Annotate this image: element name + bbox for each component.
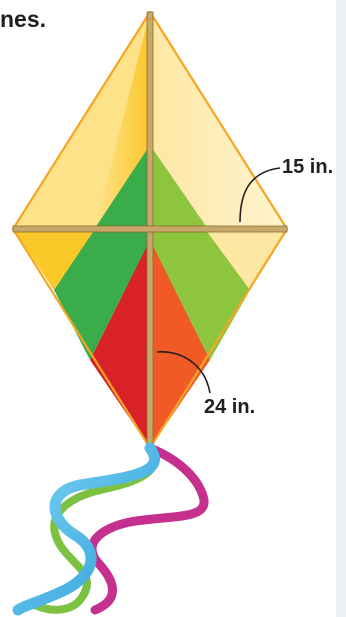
panel-right-yellow-lower — [205, 229, 287, 290]
leader-line-horizontal — [239, 167, 281, 223]
page-edge-strip — [336, 0, 346, 617]
title-fragment: nes. — [0, 6, 47, 32]
leader-line-vertical — [156, 351, 211, 394]
vertical-lower-label: 24 in. — [204, 396, 256, 418]
panel-dark-green-lower — [54, 240, 150, 360]
panel-red — [90, 240, 150, 448]
kite-tail-ribbons — [12, 442, 209, 616]
ribbon-blue — [12, 442, 160, 616]
panel-orange — [150, 240, 210, 448]
horizontal-spar — [12, 225, 288, 233]
ribbon-magenta — [87, 443, 209, 615]
horizontal-half-label: 15 in. — [282, 156, 334, 178]
panel-left-yellow-lower — [13, 229, 95, 290]
